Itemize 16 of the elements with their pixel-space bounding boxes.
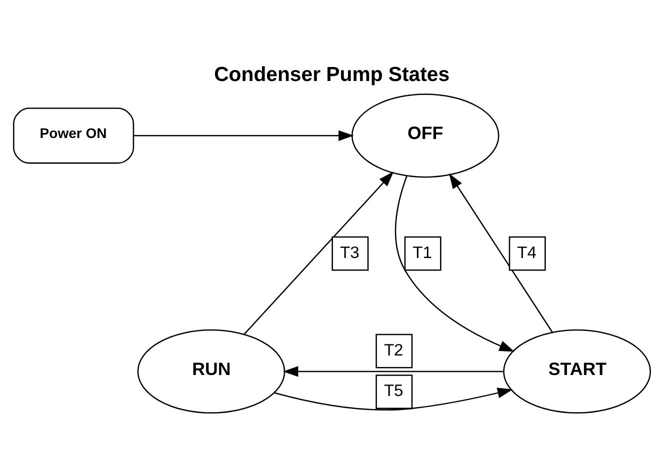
edge-label: T4 xyxy=(517,242,536,262)
node-ellipse: OFF xyxy=(351,94,500,178)
node-box: Power ON xyxy=(13,108,134,164)
arrow xyxy=(394,176,515,352)
node-ellipse: RUN xyxy=(137,329,286,414)
arrow xyxy=(274,388,513,410)
arrow xyxy=(134,130,354,142)
edge-label: T3 xyxy=(340,242,360,262)
diagram-title: Condenser Pump States xyxy=(214,64,450,86)
arrow xyxy=(282,366,504,377)
edge-label: T2 xyxy=(384,340,404,360)
node-ellipse: START xyxy=(503,329,651,414)
edge-label: T1 xyxy=(412,242,432,262)
edge-label: T5 xyxy=(384,381,404,400)
arrow xyxy=(449,173,553,333)
arrow xyxy=(244,171,394,335)
